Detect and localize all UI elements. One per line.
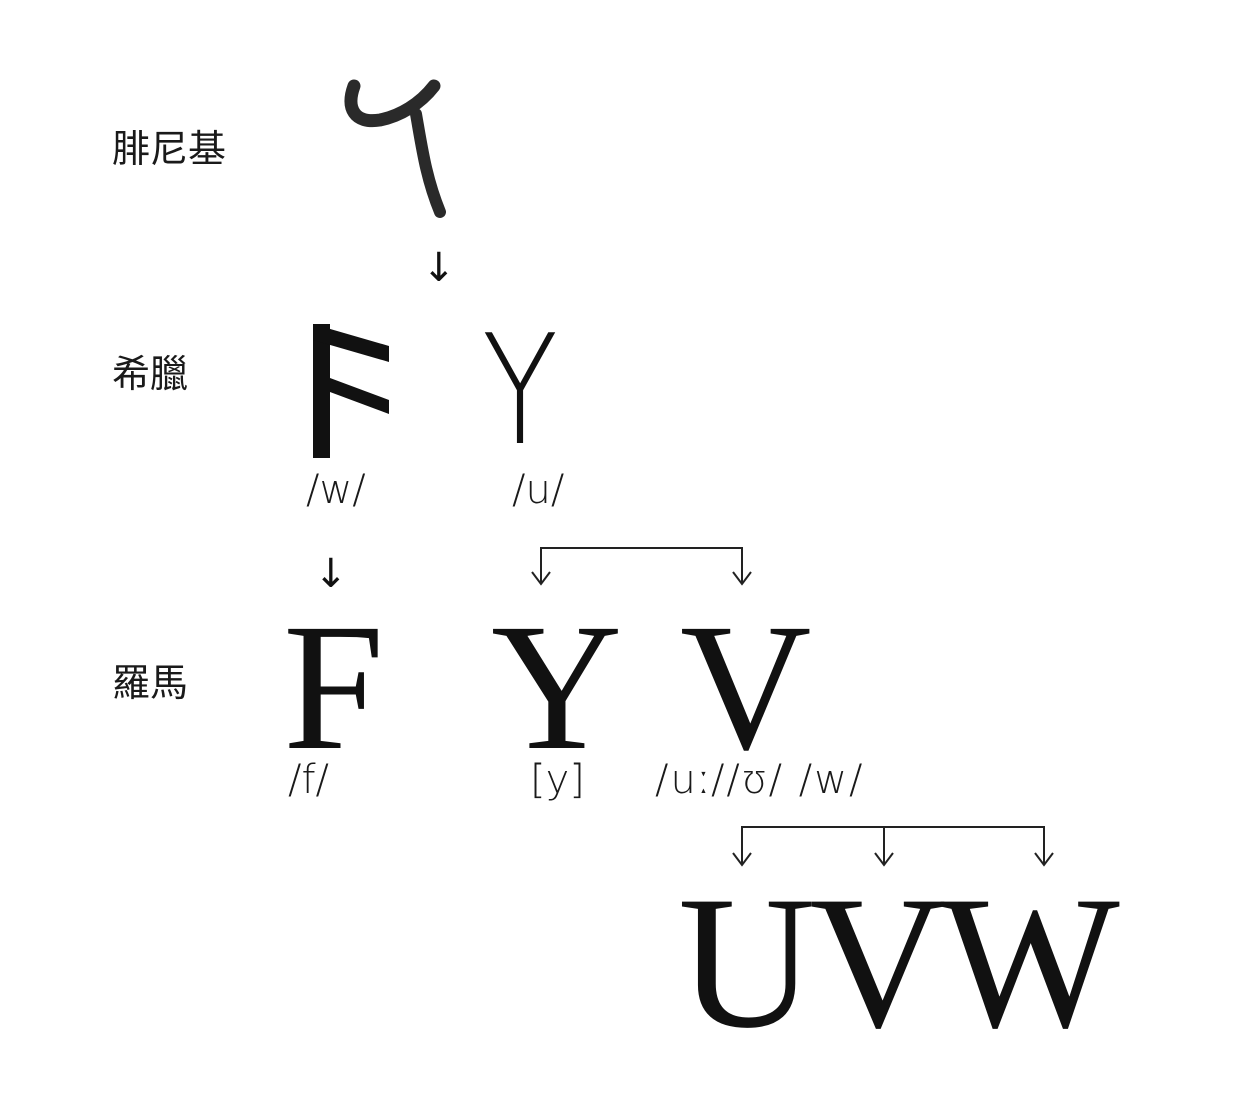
sound-greek-digamma: /w/ <box>306 467 366 513</box>
modern-uvw-letters: UVW <box>678 858 1120 1068</box>
sound-greek-upsilon: /u/ <box>512 467 565 513</box>
row-label-roman: 羅馬 <box>112 661 189 705</box>
phoenician-waw-icon <box>344 79 446 218</box>
bracket-v-to-uvw <box>732 826 1054 867</box>
row-label-phoenician: 腓尼基 <box>112 127 227 171</box>
roman-v-letter: V <box>680 587 812 788</box>
sound-roman-f: /f/ <box>288 757 330 803</box>
sound-roman-v: /uː//ʊ/ /w/ <box>655 757 865 803</box>
greek-digamma-glyph <box>313 324 389 458</box>
roman-f-letter: F <box>283 587 385 788</box>
roman-y-letter: Y <box>491 587 623 788</box>
greek-upsilon-letter: Y <box>482 302 559 479</box>
row-label-greek: 希臘 <box>112 352 189 396</box>
sound-roman-y: [y] <box>530 757 585 803</box>
arrow-phoenician-to-greek: ↓ <box>422 245 456 291</box>
arrow-digamma-to-f: ↓ <box>314 551 348 597</box>
bracket-upsilon-to-y-v <box>531 547 752 586</box>
